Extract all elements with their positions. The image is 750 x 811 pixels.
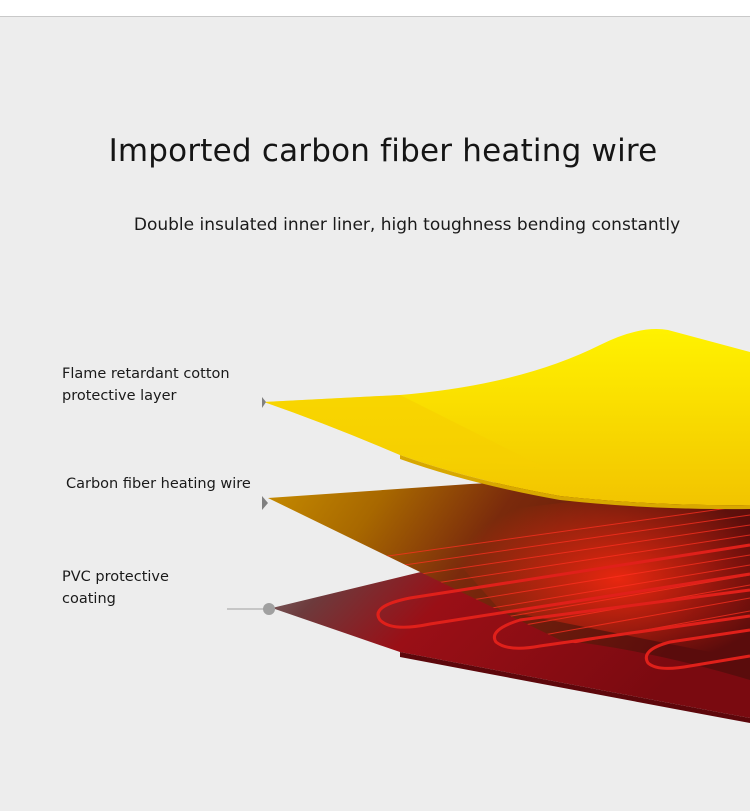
- label-cotton-line2: protective layer: [62, 385, 230, 407]
- pointer-carbon: [262, 496, 268, 510]
- label-pvc-layer: PVC protective coating: [62, 566, 169, 610]
- label-cotton-line1: Flame retardant cotton: [62, 363, 230, 385]
- label-carbon-line1: Carbon fiber heating wire: [66, 473, 251, 495]
- label-carbon-layer: Carbon fiber heating wire: [66, 473, 251, 495]
- label-pvc-line2: coating: [62, 588, 169, 610]
- pointer-pvc-dot: [263, 603, 275, 615]
- label-pvc-line1: PVC protective: [62, 566, 169, 588]
- label-cotton-layer: Flame retardant cotton protective layer: [62, 363, 230, 407]
- pointer-cotton: [262, 397, 266, 408]
